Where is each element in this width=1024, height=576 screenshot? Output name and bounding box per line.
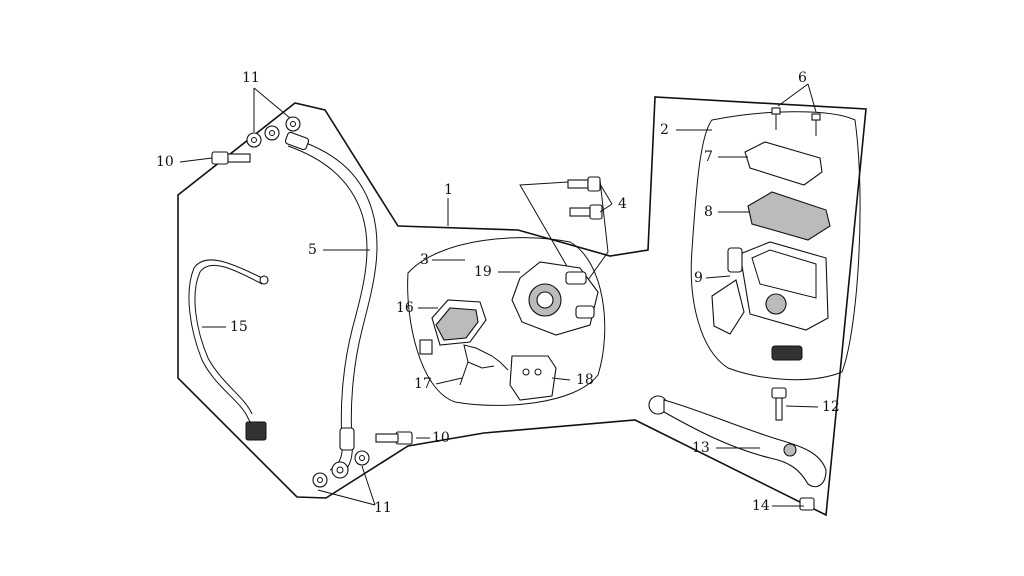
lever-pivot-bolt bbox=[771, 387, 787, 421]
callout-11-upper: 11 bbox=[242, 70, 260, 86]
callout-6: 6 bbox=[798, 70, 807, 86]
pad-spring bbox=[459, 344, 509, 386]
caliper-group-outline bbox=[407, 237, 606, 406]
callout-3: 3 bbox=[420, 252, 429, 268]
callout-7: 7 bbox=[704, 149, 713, 165]
callout-13: 13 bbox=[692, 440, 710, 456]
callout-2: 2 bbox=[660, 122, 669, 138]
callout-15: 15 bbox=[230, 319, 248, 335]
callout-4: 4 bbox=[618, 196, 627, 212]
callout-18: 18 bbox=[576, 372, 594, 388]
bolt-group-outline bbox=[519, 179, 609, 281]
leader-lines bbox=[179, 83, 819, 507]
caliper-bolts bbox=[567, 176, 603, 220]
reservoir-cover bbox=[744, 141, 823, 186]
lever-nut bbox=[799, 497, 815, 511]
master-cylinder-body bbox=[711, 241, 829, 361]
brake-lever bbox=[648, 395, 827, 488]
master-cylinder-group-outline bbox=[690, 111, 861, 381]
brake-pad-outer bbox=[509, 355, 557, 401]
callout-14: 14 bbox=[752, 498, 770, 514]
upper-banjo-bolt bbox=[211, 116, 301, 165]
brake-pad-inner bbox=[419, 299, 487, 355]
callout-16: 16 bbox=[396, 300, 414, 316]
callout-10-upper: 10 bbox=[156, 154, 174, 170]
callout-19: 19 bbox=[474, 264, 492, 280]
brake-hose bbox=[284, 131, 378, 476]
callout-5: 5 bbox=[308, 242, 317, 258]
sensor-wire bbox=[188, 259, 269, 441]
diaphragm bbox=[747, 191, 831, 241]
callout-17: 17 bbox=[414, 376, 432, 392]
callout-9: 9 bbox=[694, 270, 703, 286]
caliper-body bbox=[511, 261, 599, 336]
callout-12: 12 bbox=[822, 399, 840, 415]
callout-1: 1 bbox=[444, 182, 453, 198]
cover-screws bbox=[771, 107, 821, 136]
lower-banjo-bolt bbox=[312, 431, 413, 488]
assembly-outline bbox=[177, 96, 867, 517]
callout-11-lower: 11 bbox=[374, 500, 392, 516]
callout-10-lower: 10 bbox=[432, 430, 450, 446]
callout-8: 8 bbox=[704, 204, 713, 220]
